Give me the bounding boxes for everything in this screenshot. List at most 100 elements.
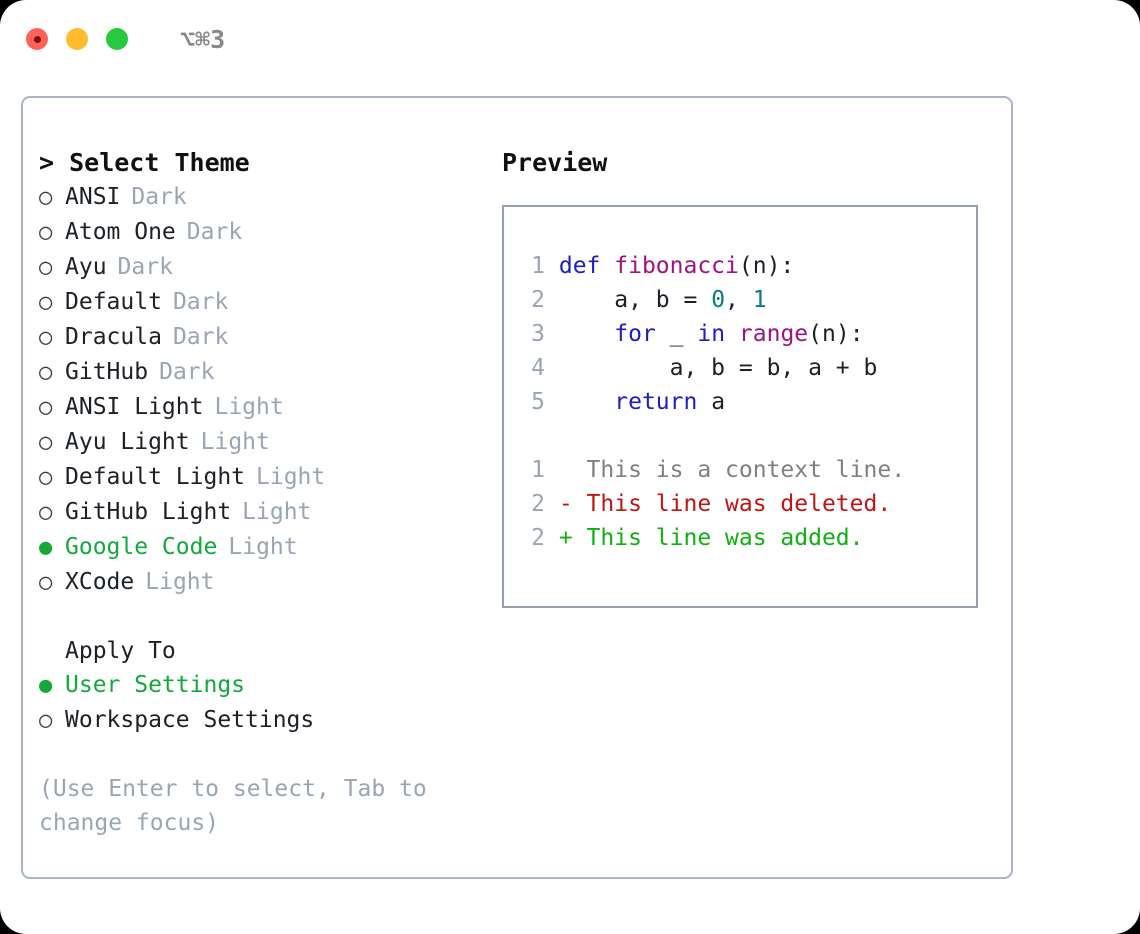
code-diff-separator	[519, 419, 905, 453]
code-token: def	[558, 253, 615, 279]
minimize-window-button[interactable]	[66, 28, 88, 50]
theme-option-ansi[interactable]: ○ ANSI Dark	[39, 180, 479, 215]
diff-line-del: 2 - This line was deleted.	[519, 487, 905, 521]
line-number: 1	[531, 457, 545, 483]
theme-option-label: Default Light	[65, 464, 246, 490]
maximize-window-button[interactable]	[106, 28, 128, 50]
radio-unselected-icon: ○	[39, 395, 53, 420]
preview-heading: Preview	[502, 148, 608, 177]
diff-line-text: This is a context line.	[558, 457, 906, 483]
close-window-button[interactable]	[26, 28, 48, 50]
theme-variant-tag: Light	[214, 394, 284, 420]
radio-unselected-icon: ○	[39, 325, 53, 350]
keyboard-hint-text: (Use Enter to select, Tab to change focu…	[39, 776, 427, 836]
theme-option-label: ANSI	[65, 184, 121, 210]
theme-option-label: Atom One	[65, 219, 176, 245]
code-line: 1 def fibonacci(n):	[519, 249, 905, 283]
code-line: 2 a, b = 0, 1	[519, 283, 905, 317]
code-token: a, b =	[558, 287, 712, 313]
code-token	[725, 321, 739, 347]
diff-line-add: 2 + This line was added.	[519, 521, 905, 555]
line-number: 5	[531, 389, 545, 415]
radio-selected-icon: ●	[39, 535, 53, 560]
diff-line-text: - This line was deleted.	[558, 491, 892, 517]
code-token: return	[614, 389, 698, 415]
theme-option-label: Google Code	[65, 534, 218, 560]
keyboard-shortcut-label: ⌥⌘3	[180, 24, 226, 54]
radio-selected-icon: ●	[39, 673, 53, 698]
radio-unselected-icon: ○	[39, 465, 53, 490]
theme-option-label: GitHub Light	[65, 499, 232, 525]
theme-option-xcode[interactable]: ○ XCode Light	[39, 565, 479, 600]
line-number: 2	[531, 525, 545, 551]
code-token: 0	[711, 287, 726, 313]
code-line: 4 a, b = b, a + b	[519, 351, 905, 385]
code-token: a, b = b, a + b	[558, 355, 878, 381]
apply-to-option-workspace-settings[interactable]: ○ Workspace Settings	[39, 703, 479, 738]
theme-variant-tag: Light	[228, 534, 298, 560]
line-number: 4	[531, 355, 545, 381]
apply-to-option-user-settings[interactable]: ● User Settings	[39, 668, 479, 703]
code-token: ,	[725, 287, 753, 313]
code-token: fibonacci	[614, 253, 739, 279]
theme-variant-tag: Dark	[131, 184, 187, 210]
code-token: range	[738, 321, 809, 347]
radio-unselected-icon: ○	[39, 430, 53, 455]
theme-option-atom-one[interactable]: ○ Atom One Dark	[39, 215, 479, 250]
apply-to-option-label: Workspace Settings	[65, 707, 315, 733]
theme-option-label: XCode	[65, 569, 135, 595]
theme-option-default[interactable]: ○ Default Dark	[39, 285, 479, 320]
theme-option-google-code[interactable]: ● Google Code Light	[39, 530, 479, 565]
select-theme-heading: > Select Theme	[39, 148, 250, 177]
apply-to-option-list[interactable]: ● User Settings ○ Workspace Settings	[39, 668, 479, 738]
diff-line-ctx: 1 This is a context line.	[519, 453, 905, 487]
theme-variant-tag: Light	[242, 499, 312, 525]
code-token: (n):	[808, 321, 864, 347]
theme-option-github-light[interactable]: ○ GitHub Light Light	[39, 495, 479, 530]
theme-option-dracula[interactable]: ○ Dracula Dark	[39, 320, 479, 355]
code-token: (n):	[738, 253, 795, 279]
radio-unselected-icon: ○	[39, 290, 53, 315]
line-number: 2	[531, 287, 545, 313]
theme-variant-tag: Dark	[159, 359, 215, 385]
line-number: 3	[531, 321, 545, 347]
apply-to-option-label: User Settings	[65, 672, 246, 698]
title-bar: ⌥⌘3	[0, 0, 1140, 78]
traffic-lights	[26, 28, 128, 50]
theme-option-label: Default	[65, 289, 162, 315]
code-token	[559, 389, 614, 415]
code-line: 5 return a	[519, 385, 905, 419]
theme-variant-tag: Dark	[172, 324, 229, 350]
diff-line-text: + This line was added.	[558, 525, 864, 551]
code-token: 1	[752, 287, 767, 313]
preview-column: Preview 1 def fibonacci(n):2 a, b = 0, 1…	[502, 146, 992, 608]
theme-option-label: Dracula	[65, 324, 162, 350]
code-token: _	[655, 321, 698, 347]
line-number: 2	[531, 491, 545, 517]
code-token	[559, 321, 614, 347]
theme-variant-tag: Dark	[117, 254, 173, 280]
theme-variant-tag: Light	[145, 569, 215, 595]
radio-unselected-icon: ○	[39, 570, 53, 595]
radio-unselected-icon: ○	[39, 500, 53, 525]
radio-unselected-icon: ○	[39, 220, 53, 245]
theme-variant-tag: Dark	[186, 219, 243, 245]
radio-unselected-icon: ○	[39, 185, 53, 210]
theme-option-label: Ayu Light	[65, 429, 190, 455]
radio-unselected-icon: ○	[39, 360, 53, 385]
theme-option-ayu-light[interactable]: ○ Ayu Light Light	[39, 425, 479, 460]
theme-option-label: Ayu	[65, 254, 107, 280]
theme-variant-tag: Dark	[172, 289, 229, 315]
theme-option-ansi-light[interactable]: ○ ANSI Light Light	[39, 390, 479, 425]
radio-unselected-icon: ○	[39, 708, 53, 733]
theme-option-label: ANSI Light	[65, 394, 204, 420]
theme-variant-tag: Light	[200, 429, 270, 455]
